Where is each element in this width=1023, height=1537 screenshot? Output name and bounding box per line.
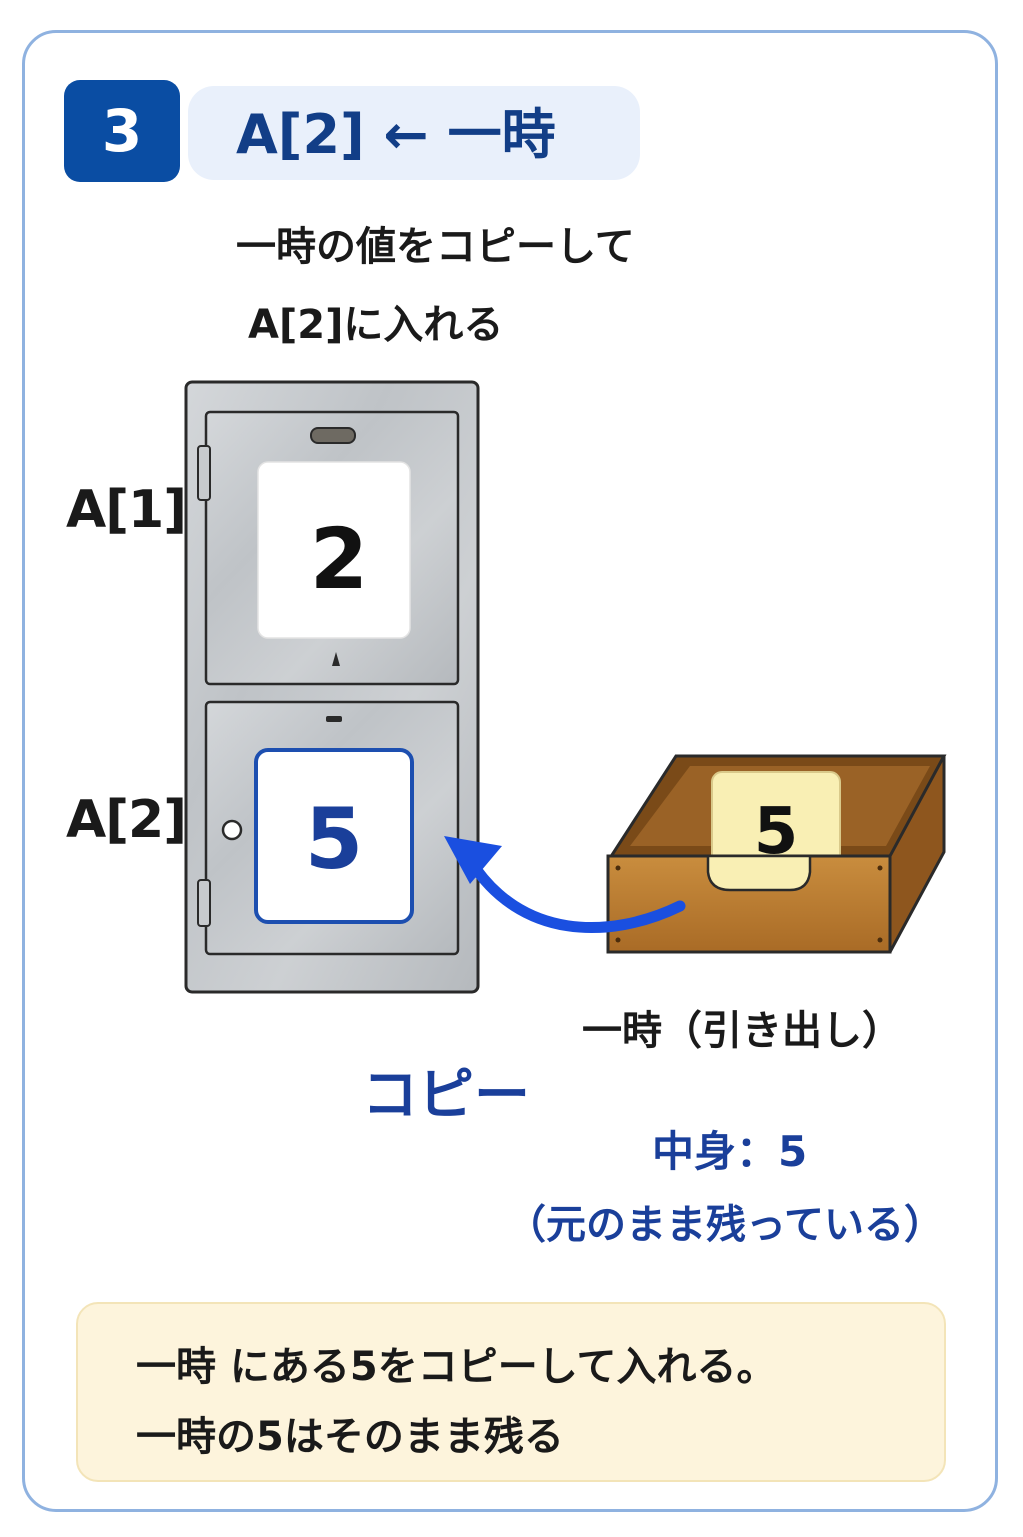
note-box [76, 1302, 946, 1482]
value-a1: 2 [310, 510, 368, 608]
handle-icon [326, 716, 342, 722]
step-description: 一時の値をコピーして A[2]に入れる [236, 208, 756, 364]
value-card-a2 [254, 748, 414, 924]
copy-label: コピー [362, 1063, 530, 1128]
copy-arrow [444, 836, 686, 933]
temp-drawer: 5 [606, 754, 947, 954]
drawer-remain-label: （元のまま残っている） [506, 1202, 944, 1248]
drawer-caption: 一時（引き出し） [582, 1008, 902, 1054]
locker-door-a1: 2 [197, 410, 460, 686]
row-label-a2: A[2] [66, 790, 187, 850]
value-card-a1 [257, 461, 411, 639]
description-line-2: A[2]に入れる [248, 302, 504, 348]
locker-cabinet: 2 5 [184, 380, 480, 994]
note-line-2: 一時の5はそのまま残る [136, 1414, 564, 1460]
hinge-icon [197, 879, 211, 927]
drawer-content-label: 中身：5 [652, 1127, 808, 1176]
locker-vent-icon [310, 427, 356, 444]
step-number-badge: 3 [64, 80, 180, 182]
keyhole-icon [332, 652, 340, 666]
lock-icon [221, 819, 243, 841]
arrowhead-icon [444, 836, 502, 884]
description-line-1: 一時の値をコピーして [236, 224, 635, 270]
value-a2: 5 [305, 790, 363, 888]
locker-door-a2: 5 [197, 700, 460, 956]
title-pill [188, 86, 640, 180]
step-title: A[2] ← 一時 [236, 103, 556, 166]
row-label-a1: A[1] [66, 480, 187, 540]
hinge-icon [197, 445, 211, 501]
note-line-1: 一時 にある5をコピーして入れる。 [136, 1344, 777, 1390]
